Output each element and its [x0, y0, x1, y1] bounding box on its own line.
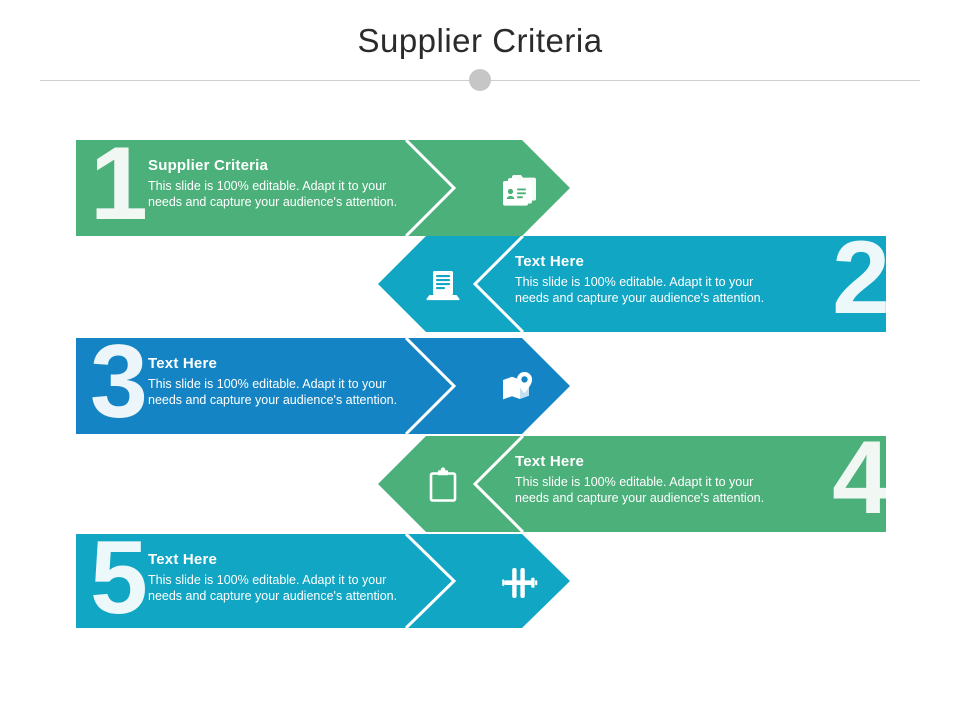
step-1-title: Supplier Criteria: [148, 157, 269, 174]
step-number-2: 2: [832, 220, 890, 336]
step-2-body-line2: needs and capture your audience's attent…: [515, 291, 765, 305]
process-step-4[interactable]: 4 Text Here This slide is 100% editable.…: [378, 426, 890, 532]
arrow-shape-3: [76, 338, 570, 434]
process-step-3[interactable]: 3 Text Here This slide is 100% editable.…: [76, 330, 570, 434]
step-1-body-line1: This slide is 100% editable. Adapt it to…: [148, 179, 387, 193]
step-number-4: 4: [832, 420, 890, 536]
step-4-content: 4 Text Here This slide is 100% editable.…: [378, 426, 890, 532]
step-1-body-line2: needs and capture your audience's attent…: [148, 195, 398, 209]
document-laptop-icon: [420, 262, 466, 308]
step-number-3: 3: [90, 324, 148, 440]
step-number-5: 5: [90, 520, 148, 636]
process-step-1[interactable]: 1 Supplier Criteria This slide is 100% e…: [76, 132, 570, 236]
step-2-content: 2 Text Here This slide is 100% editable.…: [378, 226, 890, 332]
step-1-content: 1 Supplier Criteria This slide is 100% e…: [76, 132, 570, 236]
arrow-shape-1: [76, 140, 570, 236]
arrow-shape-5: [76, 534, 570, 628]
map-pin-icon: [496, 364, 542, 410]
step-3-body-line2: needs and capture your audience's attent…: [148, 393, 398, 407]
step-3-text: Text Here This slide is 100% editable. A…: [148, 355, 470, 408]
page-title: Supplier Criteria: [357, 22, 603, 59]
barbell-icon: [496, 560, 542, 606]
step-2-body-line1: This slide is 100% editable. Adapt it to…: [515, 275, 754, 289]
step-2-title: Text Here: [515, 253, 585, 270]
step-5-text: Text Here This slide is 100% editable. A…: [148, 551, 470, 604]
step-number-1: 1: [90, 126, 148, 242]
step-4-body-line1: This slide is 100% editable. Adapt it to…: [515, 475, 754, 489]
process-step-5[interactable]: 5 Text Here This slide is 100% editable.…: [76, 526, 570, 630]
step-4-title: Text Here: [515, 453, 585, 470]
arrow-shape-4: [378, 436, 886, 532]
step-4-text: Text Here This slide is 100% editable. A…: [515, 453, 837, 506]
arrow-shape-2: [378, 236, 886, 332]
title-divider-dot: [469, 69, 491, 91]
step-5-content: 5 Text Here This slide is 100% editable.…: [76, 526, 570, 630]
step-5-body-line2: needs and capture your audience's attent…: [148, 589, 398, 603]
step-3-body-line1: This slide is 100% editable. Adapt it to…: [148, 377, 387, 391]
step-4-body-line2: needs and capture your audience's attent…: [515, 491, 765, 505]
step-1-text: Supplier Criteria This slide is 100% edi…: [148, 157, 470, 210]
step-2-text: Text Here This slide is 100% editable. A…: [515, 253, 837, 306]
step-3-content: 3 Text Here This slide is 100% editable.…: [76, 330, 570, 434]
step-3-title: Text Here: [148, 355, 218, 372]
step-5-body-line1: This slide is 100% editable. Adapt it to…: [148, 573, 387, 587]
process-step-2[interactable]: 2 Text Here This slide is 100% editable.…: [378, 226, 890, 332]
contact-folders-icon: [496, 166, 542, 212]
step-5-title: Text Here: [148, 551, 218, 568]
clipboard-icon: [420, 462, 466, 508]
